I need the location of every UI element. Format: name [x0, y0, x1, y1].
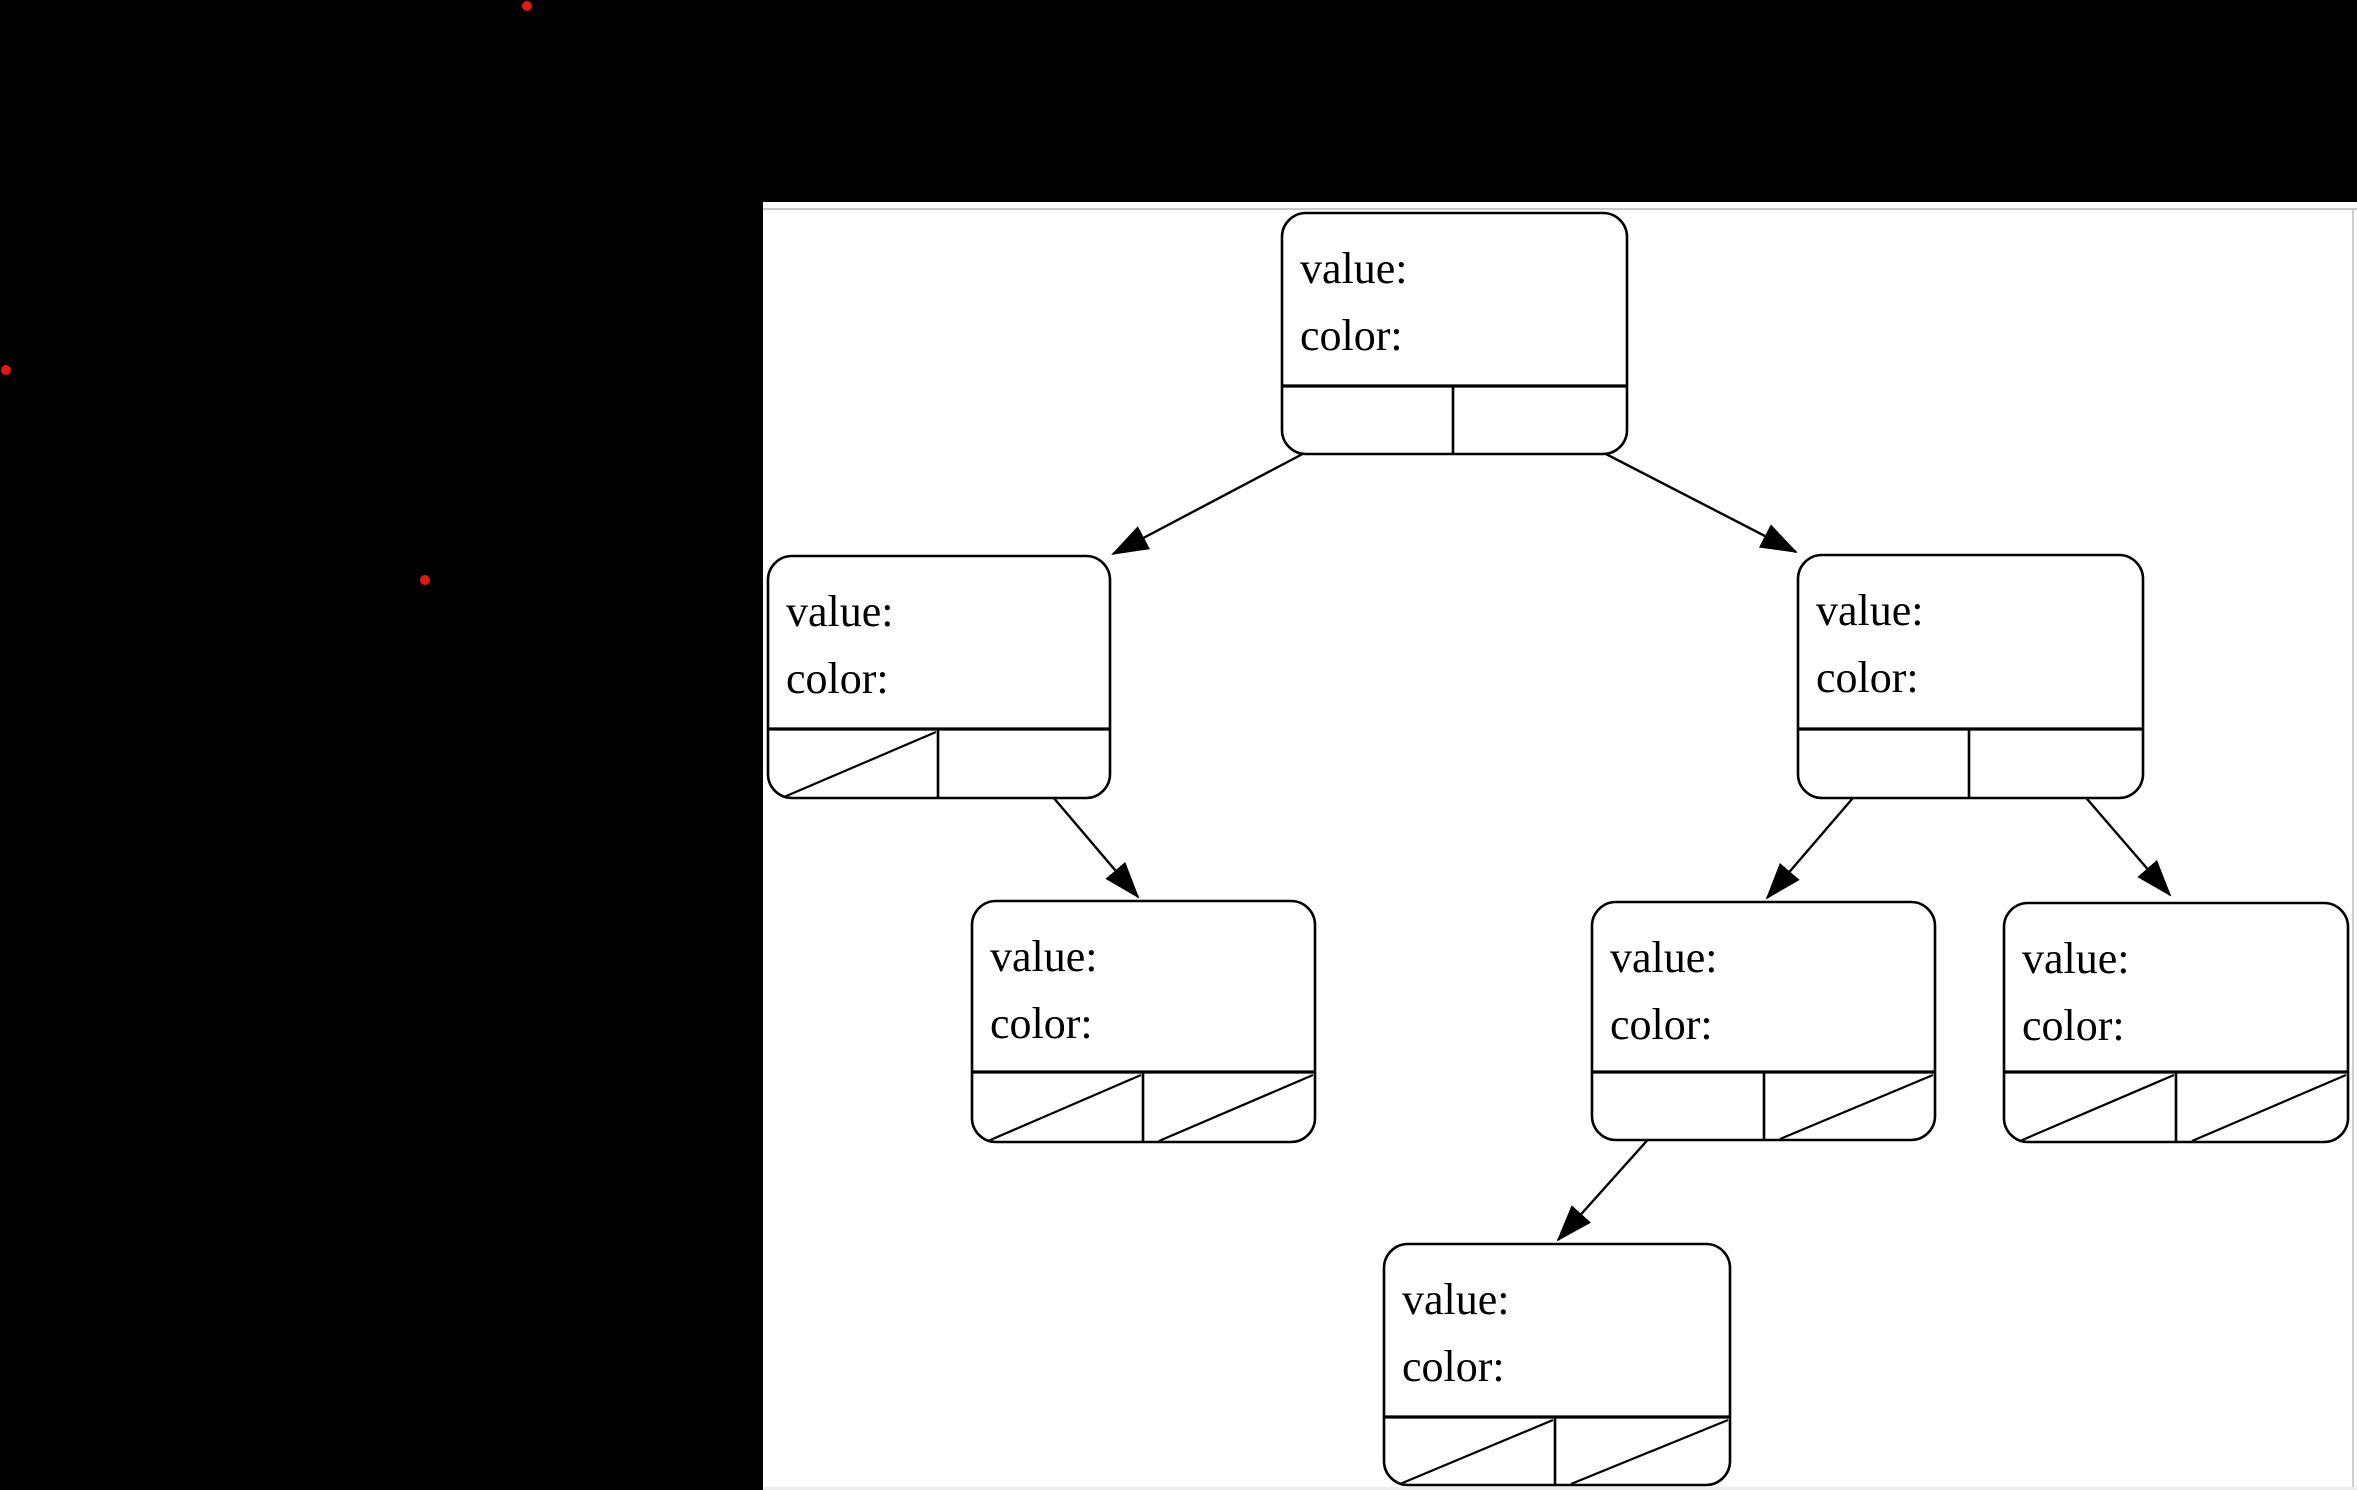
color-label: color: — [1610, 1000, 1713, 1049]
null-slash — [1779, 1073, 1934, 1141]
document-panel: value: color: value: color: value: color… — [763, 202, 2357, 1490]
panel-top-border — [763, 208, 2357, 210]
tree-diagram: value: color: value: color: value: color… — [766, 211, 2350, 1487]
color-label: color: — [990, 999, 1093, 1048]
color-label: color: — [2022, 1001, 2125, 1050]
tree-node-root: value: color: — [1280, 211, 1629, 456]
color-label: color: — [1300, 311, 1403, 360]
null-slash — [1158, 1073, 1314, 1143]
value-label: value: — [990, 932, 1098, 981]
null-slash — [987, 1073, 1142, 1143]
null-slash — [2019, 1073, 2175, 1143]
red-dot-top — [522, 1, 532, 11]
value-label: value: — [1402, 1275, 1510, 1324]
null-slash — [1570, 1418, 1729, 1486]
color-label: color: — [1402, 1342, 1505, 1391]
panel-bottom-border — [763, 1487, 2357, 1490]
null-slash — [2191, 1073, 2347, 1143]
tree-node-right-child: value: color: — [1796, 553, 2145, 800]
panel-right-border — [2352, 210, 2354, 1490]
color-label: color: — [786, 654, 889, 703]
tree-node-right-right-child: value: color: — [2002, 901, 2350, 1144]
value-label: value: — [786, 587, 894, 636]
tree-node-left-child: value: color: — [766, 554, 1112, 800]
tree-node-left-right-child: value: color: — [970, 899, 1317, 1144]
null-slash — [1399, 1418, 1554, 1486]
tree-node-right-left-child: value: color: — [1590, 900, 1937, 1142]
red-dot-left — [1, 365, 11, 375]
value-label: value: — [2022, 934, 2130, 983]
tree-node-bottom-child: value: color: — [1382, 1242, 1732, 1487]
null-slash — [783, 730, 937, 799]
value-label: value: — [1300, 244, 1408, 293]
red-dot-middle — [420, 575, 430, 585]
value-label: value: — [1610, 933, 1718, 982]
color-label: color: — [1816, 653, 1919, 702]
value-label: value: — [1816, 586, 1924, 635]
